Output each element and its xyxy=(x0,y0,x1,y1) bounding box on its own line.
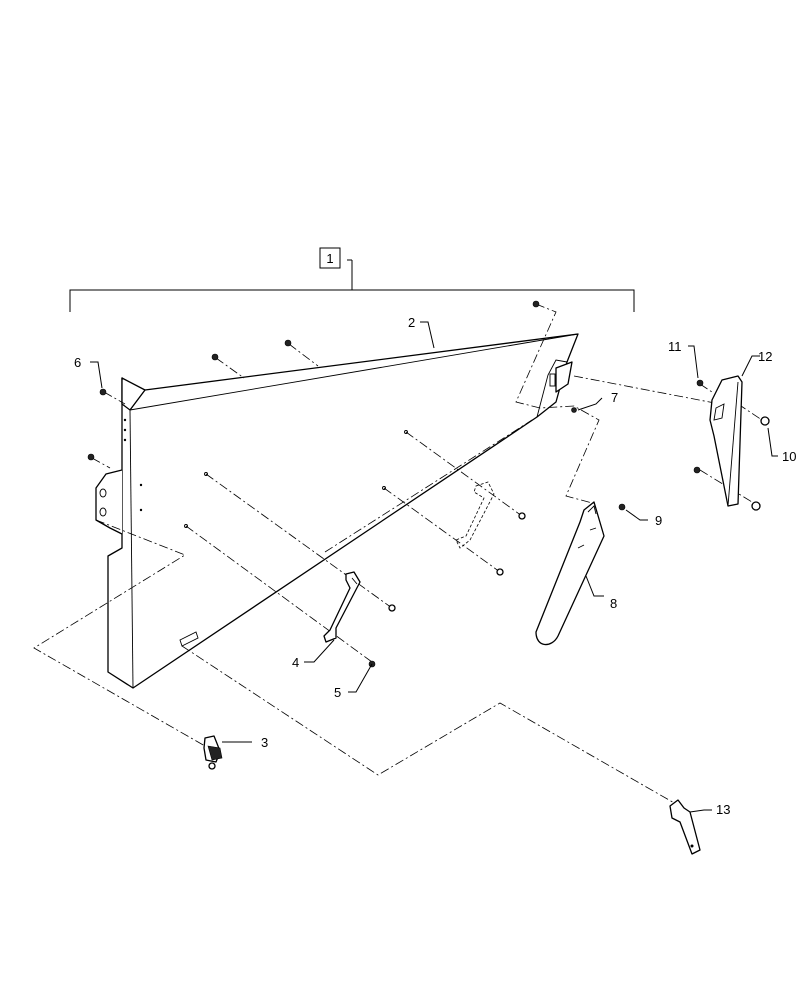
leader-lines xyxy=(90,321,778,813)
side-panel xyxy=(95,333,579,689)
callout-10: 10 xyxy=(782,449,796,464)
fasteners xyxy=(87,300,770,668)
strap xyxy=(535,501,605,646)
callout-13: 13 xyxy=(716,802,730,817)
callout-9: 9 xyxy=(655,513,662,528)
mounting-bracket xyxy=(709,375,743,507)
callout-2: 2 xyxy=(408,315,415,330)
callout-3: 3 xyxy=(261,735,268,750)
handle-bracket xyxy=(323,571,361,643)
callout-8: 8 xyxy=(610,596,617,611)
callout-label: 1 xyxy=(326,251,333,266)
callout-1: 1 xyxy=(319,247,341,269)
callout-7: 7 xyxy=(611,390,618,405)
assembly-bracket xyxy=(69,259,635,312)
callout-11: 11 xyxy=(668,339,682,354)
callout-5: 5 xyxy=(334,685,341,700)
callout-12: 12 xyxy=(758,349,772,364)
latch xyxy=(203,735,223,770)
hidden-handle xyxy=(455,481,495,549)
assembly-lines xyxy=(33,303,763,805)
callout-4: 4 xyxy=(292,655,299,670)
clip xyxy=(669,799,701,855)
callout-6: 6 xyxy=(74,355,81,370)
